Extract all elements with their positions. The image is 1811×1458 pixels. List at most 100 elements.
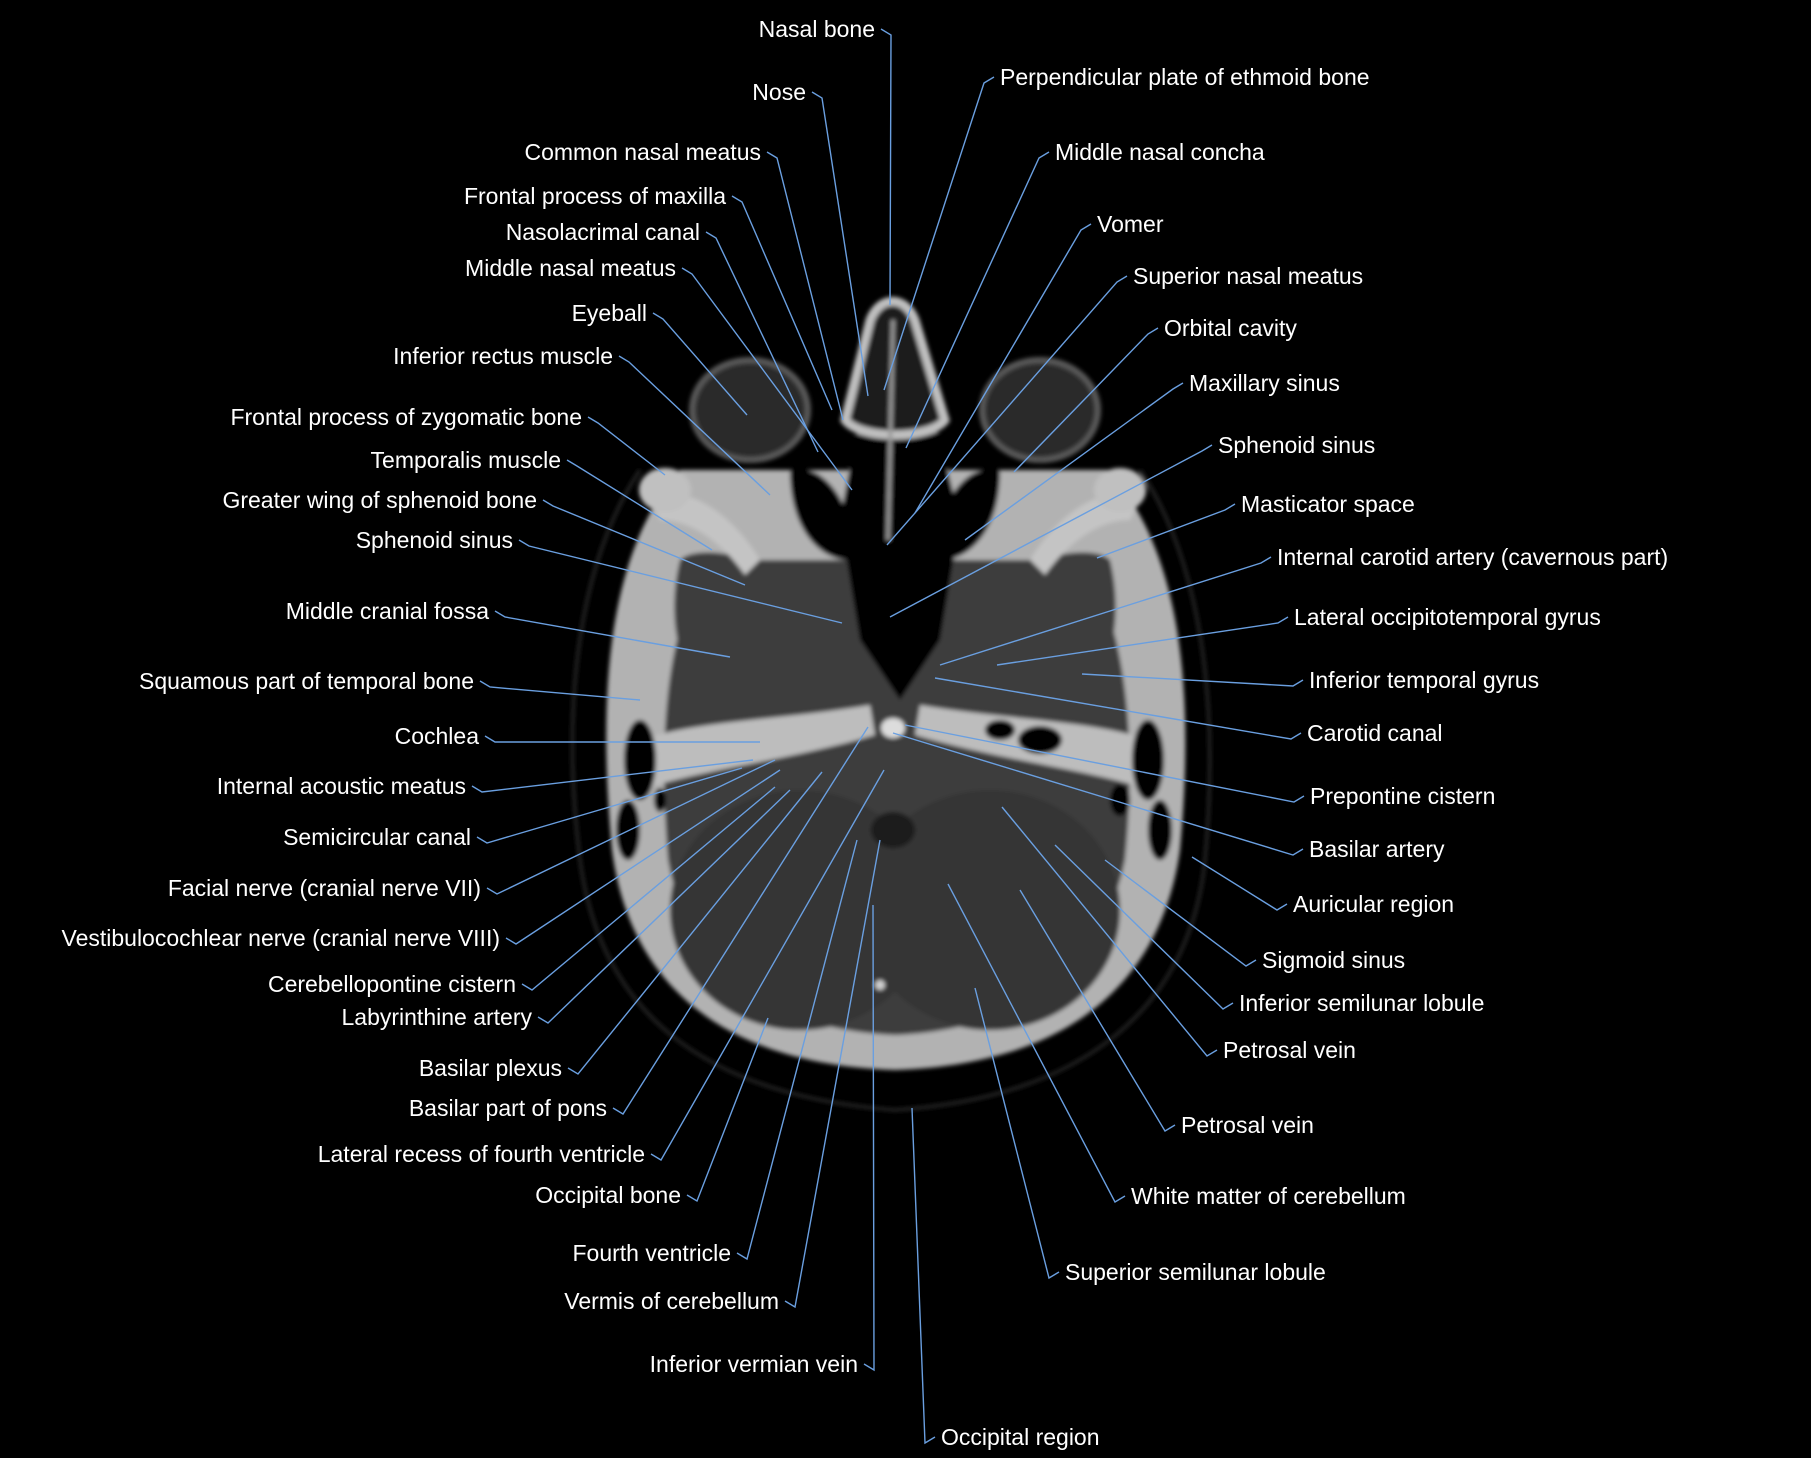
label-basilar-artery: Basilar artery <box>1309 836 1445 862</box>
label-middle-nasal-meatus: Middle nasal meatus <box>465 255 676 281</box>
label-basilar-part-of-pons: Basilar part of pons <box>408 1095 607 1121</box>
leader-line-vermis-of-cerebellum <box>784 839 881 1309</box>
leader-line-nasal-bone <box>880 28 892 306</box>
leader-line-cochlea <box>484 735 760 743</box>
leader-line-auricular-region <box>1191 856 1288 911</box>
label-common-nasal-meatus: Common nasal meatus <box>524 139 762 165</box>
leader-line-lateral-occipitotemporal-gyrus <box>996 616 1289 666</box>
leader-line-fourth-ventricle <box>736 839 858 1261</box>
label-inferior-vermian-vein: Inferior vermian vein <box>649 1351 858 1377</box>
leader-line-labyrinthine-artery <box>537 789 791 1024</box>
leader-line-prepontine-cistern <box>904 724 1305 803</box>
leader-line-middle-nasal-meatus <box>681 267 853 491</box>
label-carotid-canal: Carotid canal <box>1307 720 1443 746</box>
leader-line-carotid-canal <box>934 677 1302 740</box>
leader-line-cerebellopontine-cistern <box>521 786 776 991</box>
label-superior-nasal-meatus: Superior nasal meatus <box>1133 263 1364 289</box>
leader-line-common-nasal-meatus <box>766 151 844 421</box>
leader-line-vestibulocochlear-nerve-cranial-nerve-viii <box>505 769 781 945</box>
label-petrosal-vein: Petrosal vein <box>1223 1037 1356 1063</box>
label-sphenoid-sinus: Sphenoid sinus <box>355 527 513 553</box>
leader-line-inferior-vermian-vein <box>863 904 875 1372</box>
leader-line-squamous-part-of-temporal-bone <box>479 680 641 701</box>
label-occipital-region: Occipital region <box>941 1424 1100 1450</box>
leader-line-semicircular-canal <box>476 767 743 844</box>
label-middle-nasal-concha: Middle nasal concha <box>1055 139 1265 165</box>
leader-line-frontal-process-of-maxilla <box>731 195 833 411</box>
label-inferior-rectus-muscle: Inferior rectus muscle <box>393 343 613 369</box>
leader-line-basilar-plexus <box>567 771 823 1075</box>
leader-line-superior-semilunar-lobule <box>974 987 1060 1280</box>
label-cerebellopontine-cistern: Cerebellopontine cistern <box>267 971 516 997</box>
label-auricular-region: Auricular region <box>1293 891 1455 917</box>
leader-line-nose <box>811 91 869 397</box>
leader-line-greater-wing-of-sphenoid-bone <box>542 499 746 586</box>
label-temporalis-muscle: Temporalis muscle <box>370 447 561 473</box>
leader-line-inferior-rectus-muscle <box>618 355 771 496</box>
label-vomer: Vomer <box>1097 211 1164 237</box>
leader-lines <box>471 28 1305 1445</box>
label-sphenoid-sinus: Sphenoid sinus <box>1218 432 1376 458</box>
label-masticator-space: Masticator space <box>1241 491 1415 517</box>
leader-line-basilar-artery <box>892 732 1304 856</box>
label-white-matter-of-cerebellum: White matter of cerebellum <box>1131 1183 1406 1209</box>
leader-line-white-matter-of-cerebellum <box>947 883 1126 1203</box>
label-labyrinthine-artery: Labyrinthine artery <box>341 1004 533 1030</box>
label-fourth-ventricle: Fourth ventricle <box>572 1240 731 1266</box>
leader-line-eyeball <box>652 312 748 416</box>
label-internal-acoustic-meatus: Internal acoustic meatus <box>216 773 466 799</box>
label-superior-semilunar-lobule: Superior semilunar lobule <box>1065 1259 1326 1285</box>
label-cochlea: Cochlea <box>394 723 479 749</box>
leader-line-superior-nasal-meatus <box>886 275 1128 546</box>
label-frontal-process-of-maxilla: Frontal process of maxilla <box>463 183 726 209</box>
label-vermis-of-cerebellum: Vermis of cerebellum <box>564 1288 779 1314</box>
leader-line-masticator-space <box>1096 503 1236 559</box>
leader-line-maxillary-sinus <box>964 382 1184 541</box>
label-semicircular-canal: Semicircular canal <box>283 824 471 850</box>
label-lateral-occipitotemporal-gyrus: Lateral occipitotemporal gyrus <box>1294 604 1601 630</box>
label-petrosal-vein: Petrosal vein <box>1181 1112 1314 1138</box>
label-internal-carotid-artery-cavernous-part: Internal carotid artery (cavernous part) <box>1277 544 1669 570</box>
label-inferior-semilunar-lobule: Inferior semilunar lobule <box>1239 990 1485 1016</box>
leader-line-nasolacrimal-canal <box>705 231 819 453</box>
label-squamous-part-of-temporal-bone: Squamous part of temporal bone <box>139 668 474 694</box>
leader-line-petrosal-vein <box>1001 806 1218 1057</box>
leader-line-frontal-process-of-zygomatic-bone <box>587 416 666 476</box>
leader-line-perpendicular-plate-of-ethmoid-bone <box>883 76 995 391</box>
label-vestibulocochlear-nerve-cranial-nerve-viii: Vestibulocochlear nerve (cranial nerve V… <box>61 925 501 951</box>
leader-line-vomer <box>914 223 1092 514</box>
label-basilar-plexus: Basilar plexus <box>418 1055 562 1081</box>
leader-line-inferior-temporal-gyrus <box>1081 673 1304 687</box>
label-maxillary-sinus: Maxillary sinus <box>1189 370 1340 396</box>
leader-line-temporalis-muscle <box>566 459 713 551</box>
label-lateral-recess-of-fourth-ventricle: Lateral recess of fourth ventricle <box>317 1141 645 1167</box>
label-inferior-temporal-gyrus: Inferior temporal gyrus <box>1309 667 1540 693</box>
label-prepontine-cistern: Prepontine cistern <box>1310 783 1496 809</box>
leader-line-facial-nerve-cranial-nerve-vii <box>486 759 776 895</box>
leader-line-middle-cranial-fossa <box>494 610 731 658</box>
leader-line-occipital-bone <box>686 1017 769 1203</box>
leader-line-internal-acoustic-meatus <box>471 759 754 793</box>
label-eyeball: Eyeball <box>571 300 647 326</box>
label-greater-wing-of-sphenoid-bone: Greater wing of sphenoid bone <box>222 487 537 513</box>
label-nose: Nose <box>752 79 806 105</box>
label-nasal-bone: Nasal bone <box>758 16 875 42</box>
leader-line-orbital-cavity <box>1013 327 1159 473</box>
label-frontal-process-of-zygomatic-bone: Frontal process of zygomatic bone <box>230 404 582 430</box>
leader-line-middle-nasal-concha <box>905 151 1050 449</box>
label-middle-cranial-fossa: Middle cranial fossa <box>285 598 489 624</box>
leader-line-lateral-recess-of-fourth-ventricle <box>650 769 885 1161</box>
leader-line-occipital-region <box>911 1107 936 1445</box>
leader-line-basilar-part-of-pons <box>612 726 869 1115</box>
label-occipital-bone: Occipital bone <box>535 1182 681 1208</box>
leader-line-petrosal-vein <box>1019 889 1176 1132</box>
leader-line-internal-carotid-artery-cavernous-part <box>939 556 1272 666</box>
skull-image <box>571 296 1212 1112</box>
label-facial-nerve-cranial-nerve-vii: Facial nerve (cranial nerve VII) <box>167 875 481 901</box>
leader-line-sphenoid-sinus <box>889 444 1213 618</box>
label-sigmoid-sinus: Sigmoid sinus <box>1262 947 1406 973</box>
label-perpendicular-plate-of-ethmoid-bone: Perpendicular plate of ethmoid bone <box>1000 64 1370 90</box>
leader-line-inferior-semilunar-lobule <box>1054 844 1234 1010</box>
